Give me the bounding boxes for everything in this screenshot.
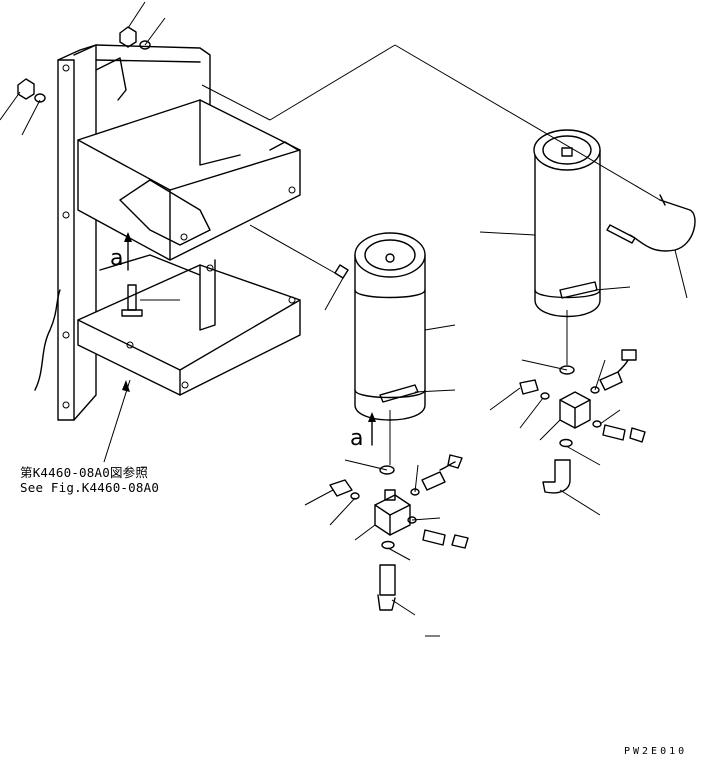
reference-note-jp: 第K4460-08A0図参照	[20, 465, 149, 480]
drawing-code: PW2E010	[624, 746, 688, 757]
reference-arrow	[122, 380, 130, 392]
nut-and-washer-set	[17, 26, 151, 103]
view-label-a-upper: a	[110, 246, 124, 271]
accumulator-left	[354, 232, 426, 421]
valve-block-right	[519, 349, 646, 494]
view-arrow-lower	[368, 412, 376, 446]
reference-note-en: See Fig.K4460-08A0	[20, 480, 160, 495]
valve-block-left	[329, 454, 469, 611]
view-arrow-upper	[124, 232, 132, 271]
view-label-a-lower: a	[350, 426, 364, 451]
leader-lines	[0, 1, 688, 637]
mounting-frame	[34, 44, 301, 421]
accumulator-right	[533, 129, 601, 318]
